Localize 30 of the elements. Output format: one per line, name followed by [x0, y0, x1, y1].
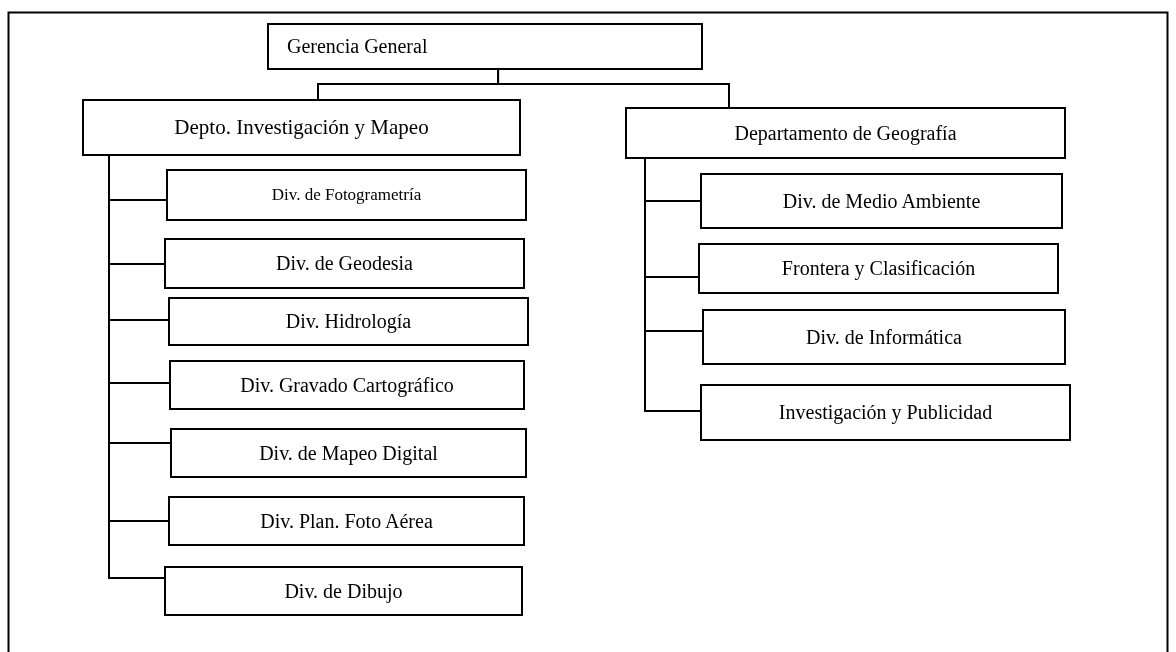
unit-name: Div. Hidrología — [285, 310, 412, 333]
org-box — [82, 99, 521, 156]
org-box — [700, 384, 1071, 441]
unit-name: Div. de Fotogrametría — [271, 185, 422, 205]
org-box — [700, 173, 1063, 229]
unit-name: Div. de Informática — [806, 325, 962, 349]
org-box — [166, 169, 527, 221]
unit-name: Div. Plan. Foto Aérea — [260, 509, 433, 533]
unit-name: Div. de Mapeo Digital — [259, 441, 438, 465]
connector-line — [497, 69, 730, 108]
unit-name: Depto. Investigación y Mapeo — [174, 115, 429, 140]
org-box — [169, 360, 525, 410]
unit-name: Frontera y Clasificación — [781, 257, 976, 280]
org-box — [164, 238, 525, 289]
org-box — [698, 243, 1059, 294]
unit-name: Investigación y Publicidad — [778, 401, 993, 424]
unit-name: Div. de Medio Ambiente — [782, 189, 981, 213]
org-box — [702, 309, 1066, 365]
org-box — [168, 496, 525, 546]
org-box — [170, 428, 527, 478]
unit-name: Departamento de Geografía — [734, 121, 957, 145]
org-box — [267, 23, 703, 70]
unit-name: Div. de Dibujo — [284, 579, 403, 603]
org-box — [625, 107, 1066, 159]
org-box — [164, 566, 523, 616]
connector-line — [644, 158, 701, 412]
org-box — [168, 297, 529, 346]
unit-name: Div. Gravado Cartográfico — [240, 373, 454, 397]
unit-name: Div. de Geodesia — [276, 252, 413, 275]
unit-name: Gerencia General — [287, 35, 428, 58]
